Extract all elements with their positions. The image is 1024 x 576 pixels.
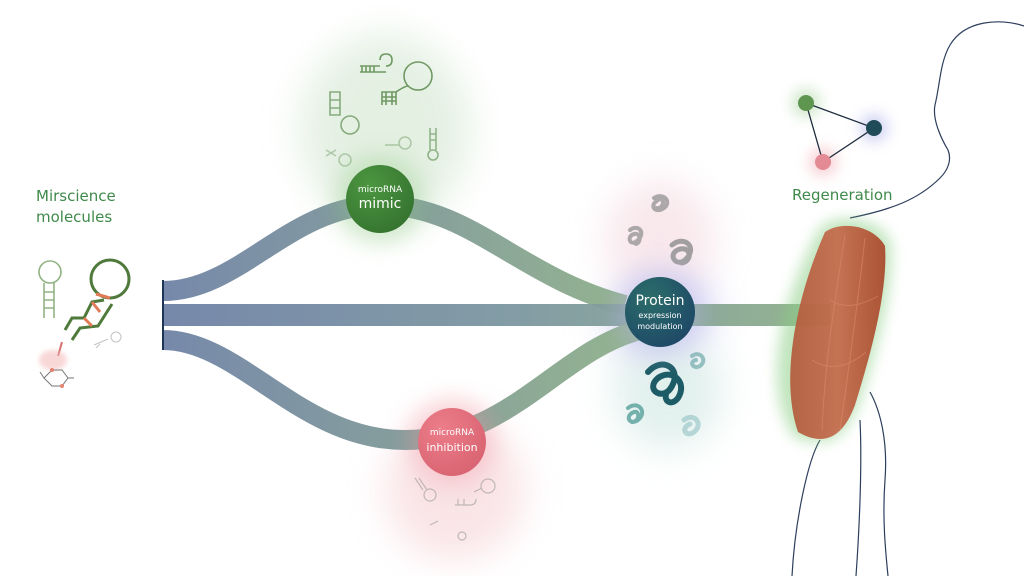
mirscience-label-line2: molecules: [36, 208, 113, 226]
mirscience-molecule: [38, 258, 131, 388]
mirscience-label: Mirscience molecules: [36, 186, 116, 228]
mimic-node-line2: mimic: [358, 196, 402, 212]
protein-node-line2: expression: [638, 310, 682, 320]
mimic-rna-icons: [325, 53, 439, 167]
regenerating-muscle: [776, 218, 891, 442]
mimic-node-line1: microRNA: [357, 185, 403, 195]
inhibition-rna-icons: [414, 477, 496, 541]
protein-knots-bottom: [626, 352, 706, 437]
stream-to-inhibition: [162, 320, 643, 451]
protein-knots-top: [627, 194, 694, 266]
protein-node-line3: modulation: [637, 321, 683, 331]
protein-node-line1: Protein: [635, 292, 685, 309]
human-body-outline: [791, 21, 1024, 576]
inhibition-node-line1: microRNA: [429, 428, 475, 438]
regeneration-label: Regeneration: [792, 186, 893, 204]
flow-streams: [162, 194, 830, 451]
regeneration-network: [792, 89, 888, 176]
mirscience-label-line1: Mirscience: [36, 187, 116, 205]
protein-modulation-node: Protein expression modulation: [625, 277, 695, 347]
microrna-mimic-node: microRNA mimic: [346, 165, 414, 233]
inhibition-node-line2: inhibition: [426, 441, 478, 454]
microrna-inhibition-node: microRNA inhibition: [418, 408, 486, 476]
